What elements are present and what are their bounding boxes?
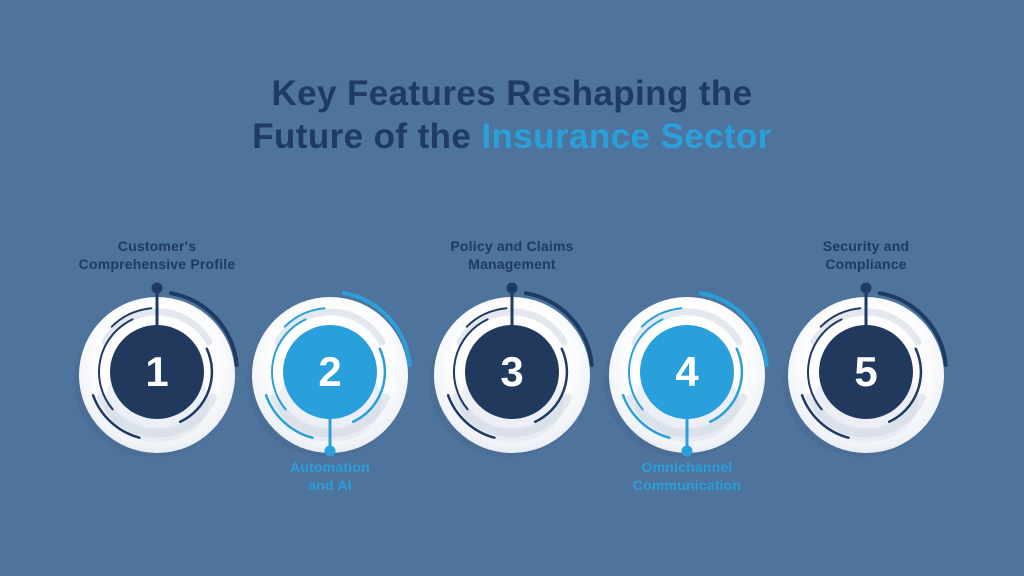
feature-badge-2: 2 Automation and AI bbox=[230, 272, 430, 493]
connector-dot bbox=[506, 282, 518, 294]
step-number: 1 bbox=[145, 348, 169, 395]
swirl-badge-icon bbox=[783, 282, 948, 457]
feature-badge-3: Policy and Claims Management 3 bbox=[412, 238, 612, 472]
step-label: Omnichannel Communication bbox=[632, 459, 742, 493]
step-number: 4 bbox=[675, 348, 699, 395]
step-label: Security and Compliance bbox=[822, 238, 910, 272]
connector-dot bbox=[681, 445, 693, 457]
step-number: 5 bbox=[854, 348, 878, 395]
step-label: Automation and AI bbox=[290, 459, 370, 493]
title-line2-prefix: Future of the bbox=[252, 117, 482, 156]
swirl-badge-icon bbox=[247, 291, 412, 457]
swirl-badge-icon bbox=[429, 282, 594, 457]
connector-dot bbox=[151, 282, 163, 294]
step-number: 3 bbox=[500, 348, 524, 395]
title-line1: Key Features Reshaping the bbox=[271, 74, 753, 113]
feature-badge-1: Customer's Comprehensive Profile 1 bbox=[57, 238, 257, 472]
connector-dot bbox=[860, 282, 872, 294]
feature-badge-4: 4 Omnichannel Communication bbox=[587, 272, 787, 493]
swirl-badge-icon bbox=[604, 291, 769, 457]
step-label: Policy and Claims Management bbox=[450, 238, 574, 272]
connector-dot bbox=[324, 445, 336, 457]
page-title: Key Features Reshaping the Future of the… bbox=[0, 72, 1024, 158]
swirl-badge-icon bbox=[74, 282, 239, 457]
title-line2-highlight: Insurance Sector bbox=[481, 117, 772, 156]
feature-badge-5: Security and Compliance 5 bbox=[766, 238, 966, 472]
step-number: 2 bbox=[318, 348, 342, 395]
title-line2: Future of the Insurance Sector bbox=[0, 115, 1024, 158]
step-label: Customer's Comprehensive Profile bbox=[78, 238, 236, 272]
